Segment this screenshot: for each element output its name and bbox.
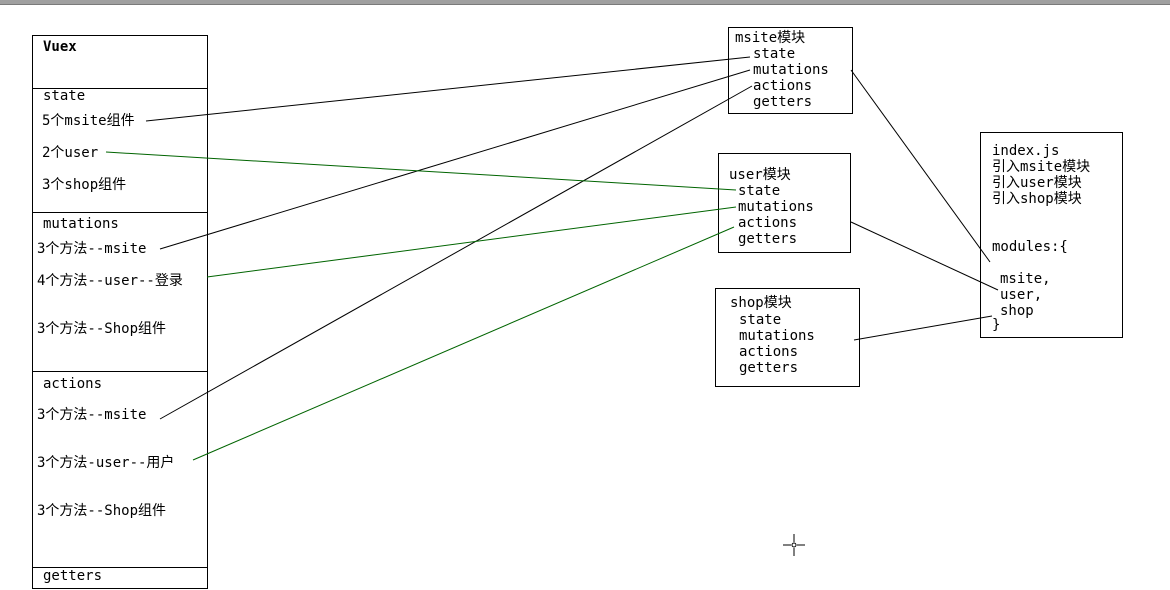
line-mutations-user-to-user-mutations: [206, 206, 737, 278]
user-module-getters: getters: [738, 231, 798, 247]
state-item-user: 2个user: [42, 145, 99, 161]
msite-module-actions: actions: [753, 78, 813, 94]
index-js-modules-open: modules:{: [992, 239, 1068, 255]
index-js-import-shop: 引入shop模块: [992, 191, 1082, 207]
mutations-item-msite: 3个方法--msite: [37, 241, 147, 257]
msite-module-getters: getters: [753, 94, 813, 110]
index-js-import-msite: 引入msite模块: [992, 159, 1091, 175]
actions-item-msite: 3个方法--msite: [37, 407, 147, 423]
index-js-import-user: 引入user模块: [992, 175, 1082, 191]
state-item-msite: 5个msite组件: [42, 113, 135, 129]
line-actions-user-to-user-actions: [192, 226, 735, 461]
mutations-header: mutations: [43, 216, 119, 232]
index-js-module-msite: msite,: [1000, 271, 1051, 287]
index-js-title: index.js: [992, 143, 1060, 159]
state-divider: [32, 88, 208, 89]
msite-module-title: msite模块: [735, 30, 806, 46]
line-actions-msite-to-msite-actions: [159, 85, 753, 420]
index-js-modules-close: }: [992, 317, 1001, 333]
mutations-divider: [32, 212, 208, 213]
user-module-actions: actions: [738, 215, 798, 231]
user-module-title: user模块: [729, 167, 791, 183]
getters-header: getters: [43, 568, 103, 584]
state-item-shop: 3个shop组件: [42, 177, 127, 193]
getters-divider: [32, 567, 208, 568]
line-user-module-to-index-user: [850, 221, 999, 291]
actions-header: actions: [43, 376, 103, 392]
line-state-msite-to-msite-state: [145, 56, 751, 122]
msite-module-mutations: mutations: [753, 62, 829, 78]
index-js-module-shop: shop: [1000, 303, 1034, 319]
line-mutations-msite-to-msite-mutations: [159, 69, 751, 250]
window-top-bar: [0, 0, 1170, 5]
shop-module-mutations: mutations: [739, 328, 815, 344]
shop-module-actions: actions: [739, 344, 799, 360]
actions-item-user: 3个方法-user--用户: [37, 455, 175, 471]
mutations-item-user: 4个方法--user--登录: [37, 273, 183, 289]
user-module-mutations: mutations: [738, 199, 814, 215]
vuex-title: Vuex: [43, 39, 77, 55]
actions-item-shop: 3个方法--Shop组件: [37, 503, 167, 519]
shop-module-getters: getters: [739, 360, 799, 376]
shop-module-title: shop模块: [730, 295, 792, 311]
msite-module-state: state: [753, 46, 796, 62]
line-msite-module-to-index-msite: [850, 69, 991, 263]
shop-module-state: state: [739, 312, 782, 328]
line-shop-module-to-index-shop: [853, 315, 993, 341]
mutations-item-shop: 3个方法--Shop组件: [37, 321, 167, 337]
user-module-state: state: [738, 183, 781, 199]
crosshair-cursor-icon: [783, 534, 805, 556]
actions-divider: [32, 371, 208, 372]
state-header: state: [43, 88, 86, 104]
index-js-module-user: user,: [1000, 287, 1043, 303]
index-js-box: [980, 132, 1123, 338]
